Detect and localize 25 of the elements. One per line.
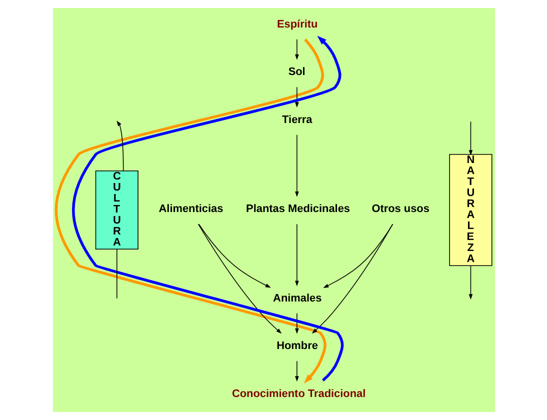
node-text: Conocimiento Tradicional: [231, 388, 366, 400]
arrow: [294, 86, 298, 108]
node-text: Plantas Medicinales: [246, 203, 350, 216]
arrow: [322, 224, 393, 288]
arrow: [468, 265, 472, 300]
arrow: [294, 360, 298, 382]
arrow: [294, 134, 298, 197]
node-text: Sol: [288, 66, 305, 78]
arrow: [311, 224, 393, 334]
arrow: [294, 224, 298, 286]
node-text: Espíritu: [276, 18, 318, 30]
node-text: Hombre: [276, 340, 318, 352]
arrow: [294, 313, 298, 334]
node-text: Alimenticias: [158, 203, 223, 216]
node-text: Otros usos: [371, 203, 429, 216]
arrow: [294, 39, 298, 60]
node-box: N A T U R A L E Z A: [448, 154, 492, 266]
arrow: [198, 224, 270, 288]
arrow: [468, 121, 472, 156]
node-text: Tierra: [282, 114, 312, 126]
arrow: [197, 224, 282, 334]
node-text: Animales: [272, 292, 322, 304]
connector: [116, 248, 117, 299]
arrow: [116, 120, 124, 172]
node-box: C U L T U R A: [94, 170, 138, 250]
